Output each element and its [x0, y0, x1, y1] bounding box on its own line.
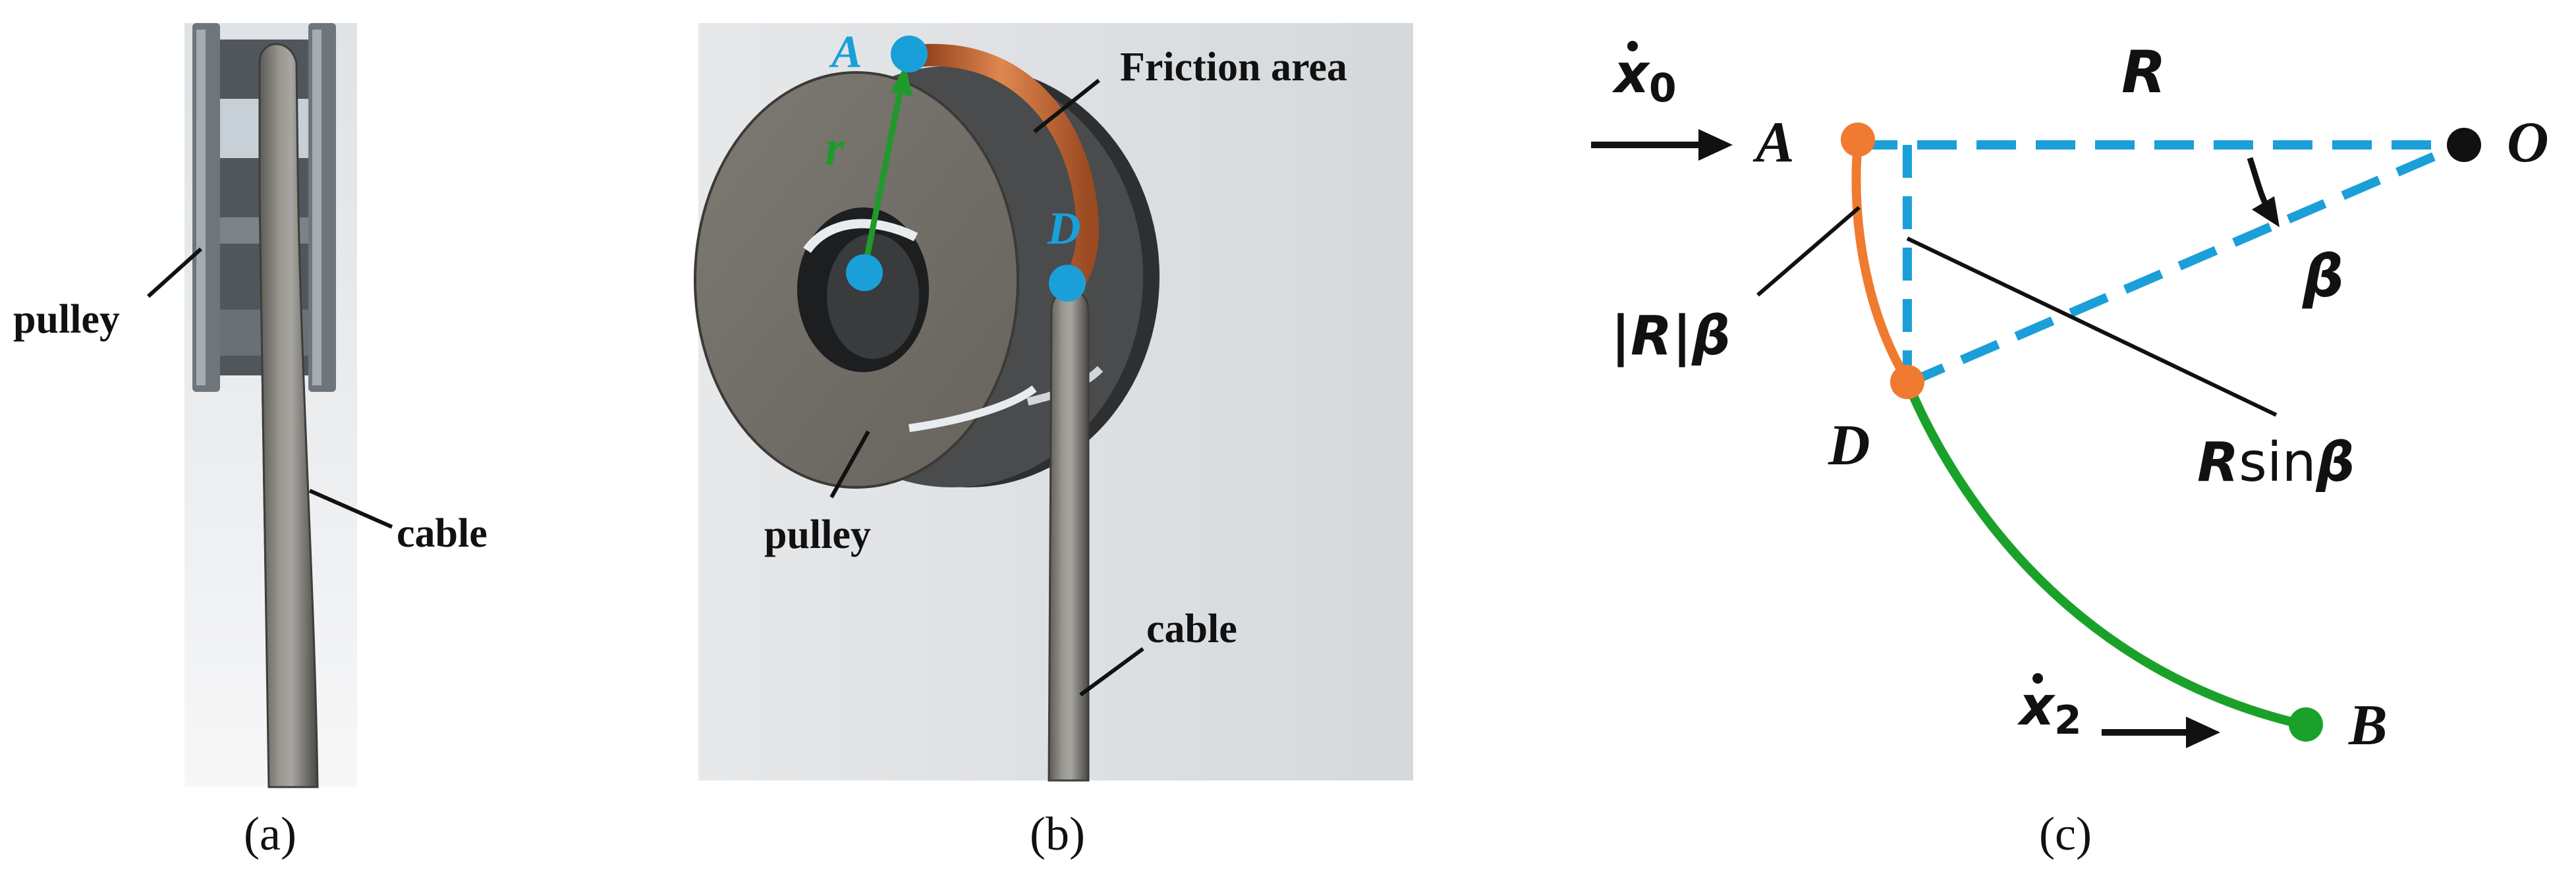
leader-pulley-b: [829, 430, 870, 499]
x0-variable: x: [1611, 43, 1651, 105]
point-d-c: [1890, 365, 1924, 399]
angle-arrowhead: [2252, 196, 2280, 227]
caption-b: (b): [1030, 807, 1085, 860]
radius-line-do: [1905, 140, 2463, 388]
contact-arc-ad: [1851, 141, 1911, 383]
leader-cable-b: [1079, 647, 1144, 697]
radius-arrow: [861, 78, 906, 271]
panel-a: pulley cable (a): [13, 23, 488, 860]
label-point-a-c: A: [1752, 111, 1795, 175]
velocity-x0: x0: [1591, 41, 1733, 161]
label-cable-b: cable: [1146, 607, 1237, 651]
leader-friction: [1033, 78, 1100, 134]
label-radius-r-c: R: [2121, 38, 2166, 106]
x0-arrowhead: [1698, 129, 1733, 161]
label-arc-length: |R|β: [1611, 305, 1731, 368]
svg-text:x2: x2: [2017, 675, 2082, 744]
free-cable-arc-db: [1903, 380, 2304, 729]
velocity-x2: x2: [2017, 673, 2220, 748]
leader-cable-a: [308, 489, 393, 529]
panel-b: r A D Friction area pulley cable (b): [694, 23, 1413, 860]
label-friction-area: Friction area: [1120, 45, 1347, 90]
center-marker: [846, 254, 883, 291]
label-point-d-b: D: [1047, 204, 1081, 254]
x0-dot: [1627, 41, 1638, 51]
label-pulley-b: pulley: [764, 512, 871, 557]
label-pulley-a: pulley: [13, 297, 120, 342]
label-point-a-b: A: [829, 27, 862, 78]
caption-c: (c): [2039, 807, 2092, 860]
leader-r-sin-beta: [1906, 236, 2278, 417]
caption-a: (a): [244, 807, 296, 860]
label-point-d-c: D: [1828, 414, 1870, 478]
x2-subscript: 2: [2054, 697, 2082, 744]
cable-3d-view: [1048, 288, 1090, 782]
x2-arrowhead: [2186, 717, 2220, 748]
friction-area: [905, 43, 1099, 301]
label-radius-r: r: [825, 121, 845, 176]
x0-subscript: 0: [1649, 65, 1677, 111]
label-r-sin-beta: Rsinβ: [2197, 431, 2355, 494]
pulley-3d-view: [694, 43, 1160, 489]
label-cable-a: cable: [397, 511, 488, 556]
point-a-c: [1841, 123, 1875, 157]
x2-variable: x: [2017, 675, 2056, 738]
cable-side-view: [258, 43, 319, 788]
panel-c: x0 A O D B R β |R|β Rsinβ: [1591, 38, 2549, 860]
radius-arrowhead: [891, 65, 912, 96]
label-point-b: B: [2348, 694, 2388, 757]
svg-text:x0: x0: [1611, 43, 1677, 111]
label-angle-beta: β: [2302, 242, 2344, 310]
label-point-o: O: [2507, 111, 2549, 175]
point-b: [2289, 707, 2323, 742]
point-a-marker: [891, 36, 928, 72]
point-d-marker: [1049, 265, 1086, 302]
leader-pulley-a: [146, 247, 203, 298]
x2-dot: [2032, 673, 2043, 684]
leader-arc-length: [1756, 205, 1861, 297]
point-o: [2447, 128, 2481, 162]
